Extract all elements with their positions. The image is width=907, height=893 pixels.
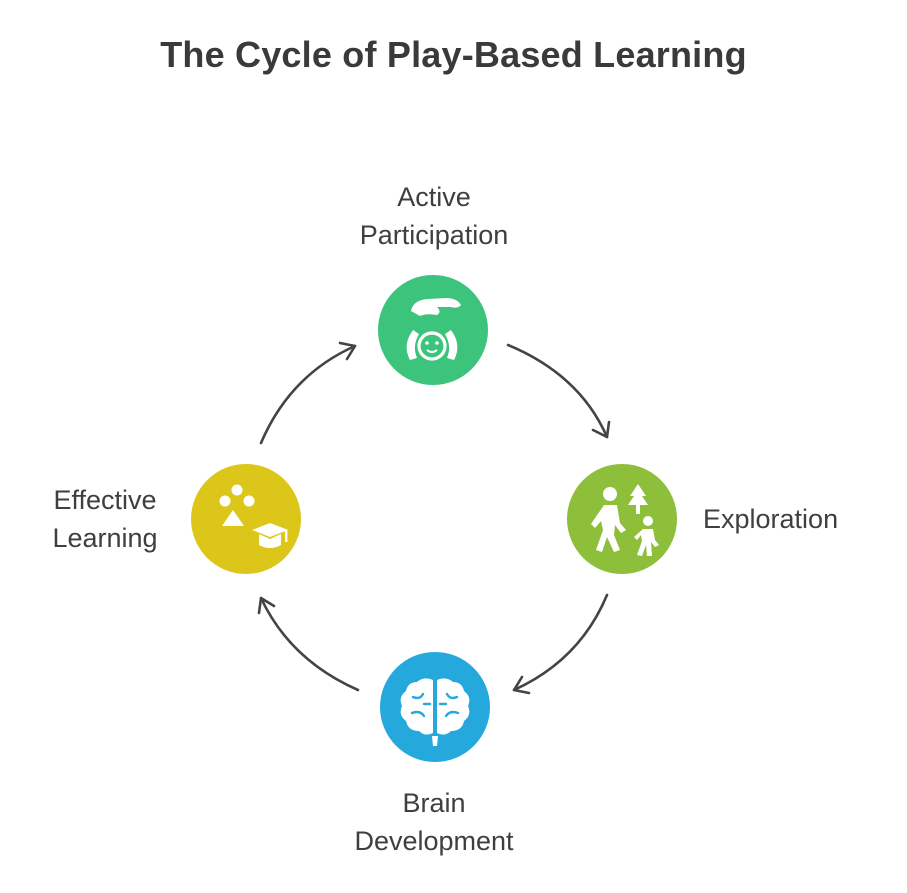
arrow-exploration-to-brain [512,593,609,692]
hand-over-child-icon [406,298,461,361]
shapes-graduation-cap-icon [219,484,288,548]
node-label-exploration: Exploration [703,500,838,538]
label-line: Development [354,826,514,856]
arrow-learning-to-participation [259,344,357,445]
node-circle-active-participation [378,275,488,385]
arrow-exploration-to-brain-head [512,675,531,695]
label-line: Exploration [703,504,839,534]
arrow-participation-to-exploration [506,343,609,439]
arrow-learning-to-participation-head [338,341,357,361]
label-line: Active [397,182,471,212]
node-label-brain-development: Brain Development [334,784,534,860]
node-label-active-participation: Active Participation [334,178,534,254]
node-effective-learning [191,464,301,574]
arrow-brain-to-learning-head [257,596,276,615]
arrow-brain-to-learning [259,596,360,692]
label-line: Participation [359,220,509,250]
label-line: Effective [53,485,157,515]
walking-people-tree-icon [591,484,659,556]
diagram-title: The Cycle of Play-Based Learning [160,34,747,75]
node-circle-brain-development [380,652,490,762]
label-line: Brain [402,788,466,818]
brain-icon [400,678,470,746]
node-exploration [567,464,677,574]
node-active-participation [378,275,488,385]
node-brain-development [380,652,490,762]
arrow-participation-to-exploration-head [591,420,611,439]
label-line: Learning [52,523,158,553]
node-circle-exploration [567,464,677,574]
node-circle-effective-learning [191,464,301,574]
node-label-effective-learning: Effective Learning [40,481,170,557]
